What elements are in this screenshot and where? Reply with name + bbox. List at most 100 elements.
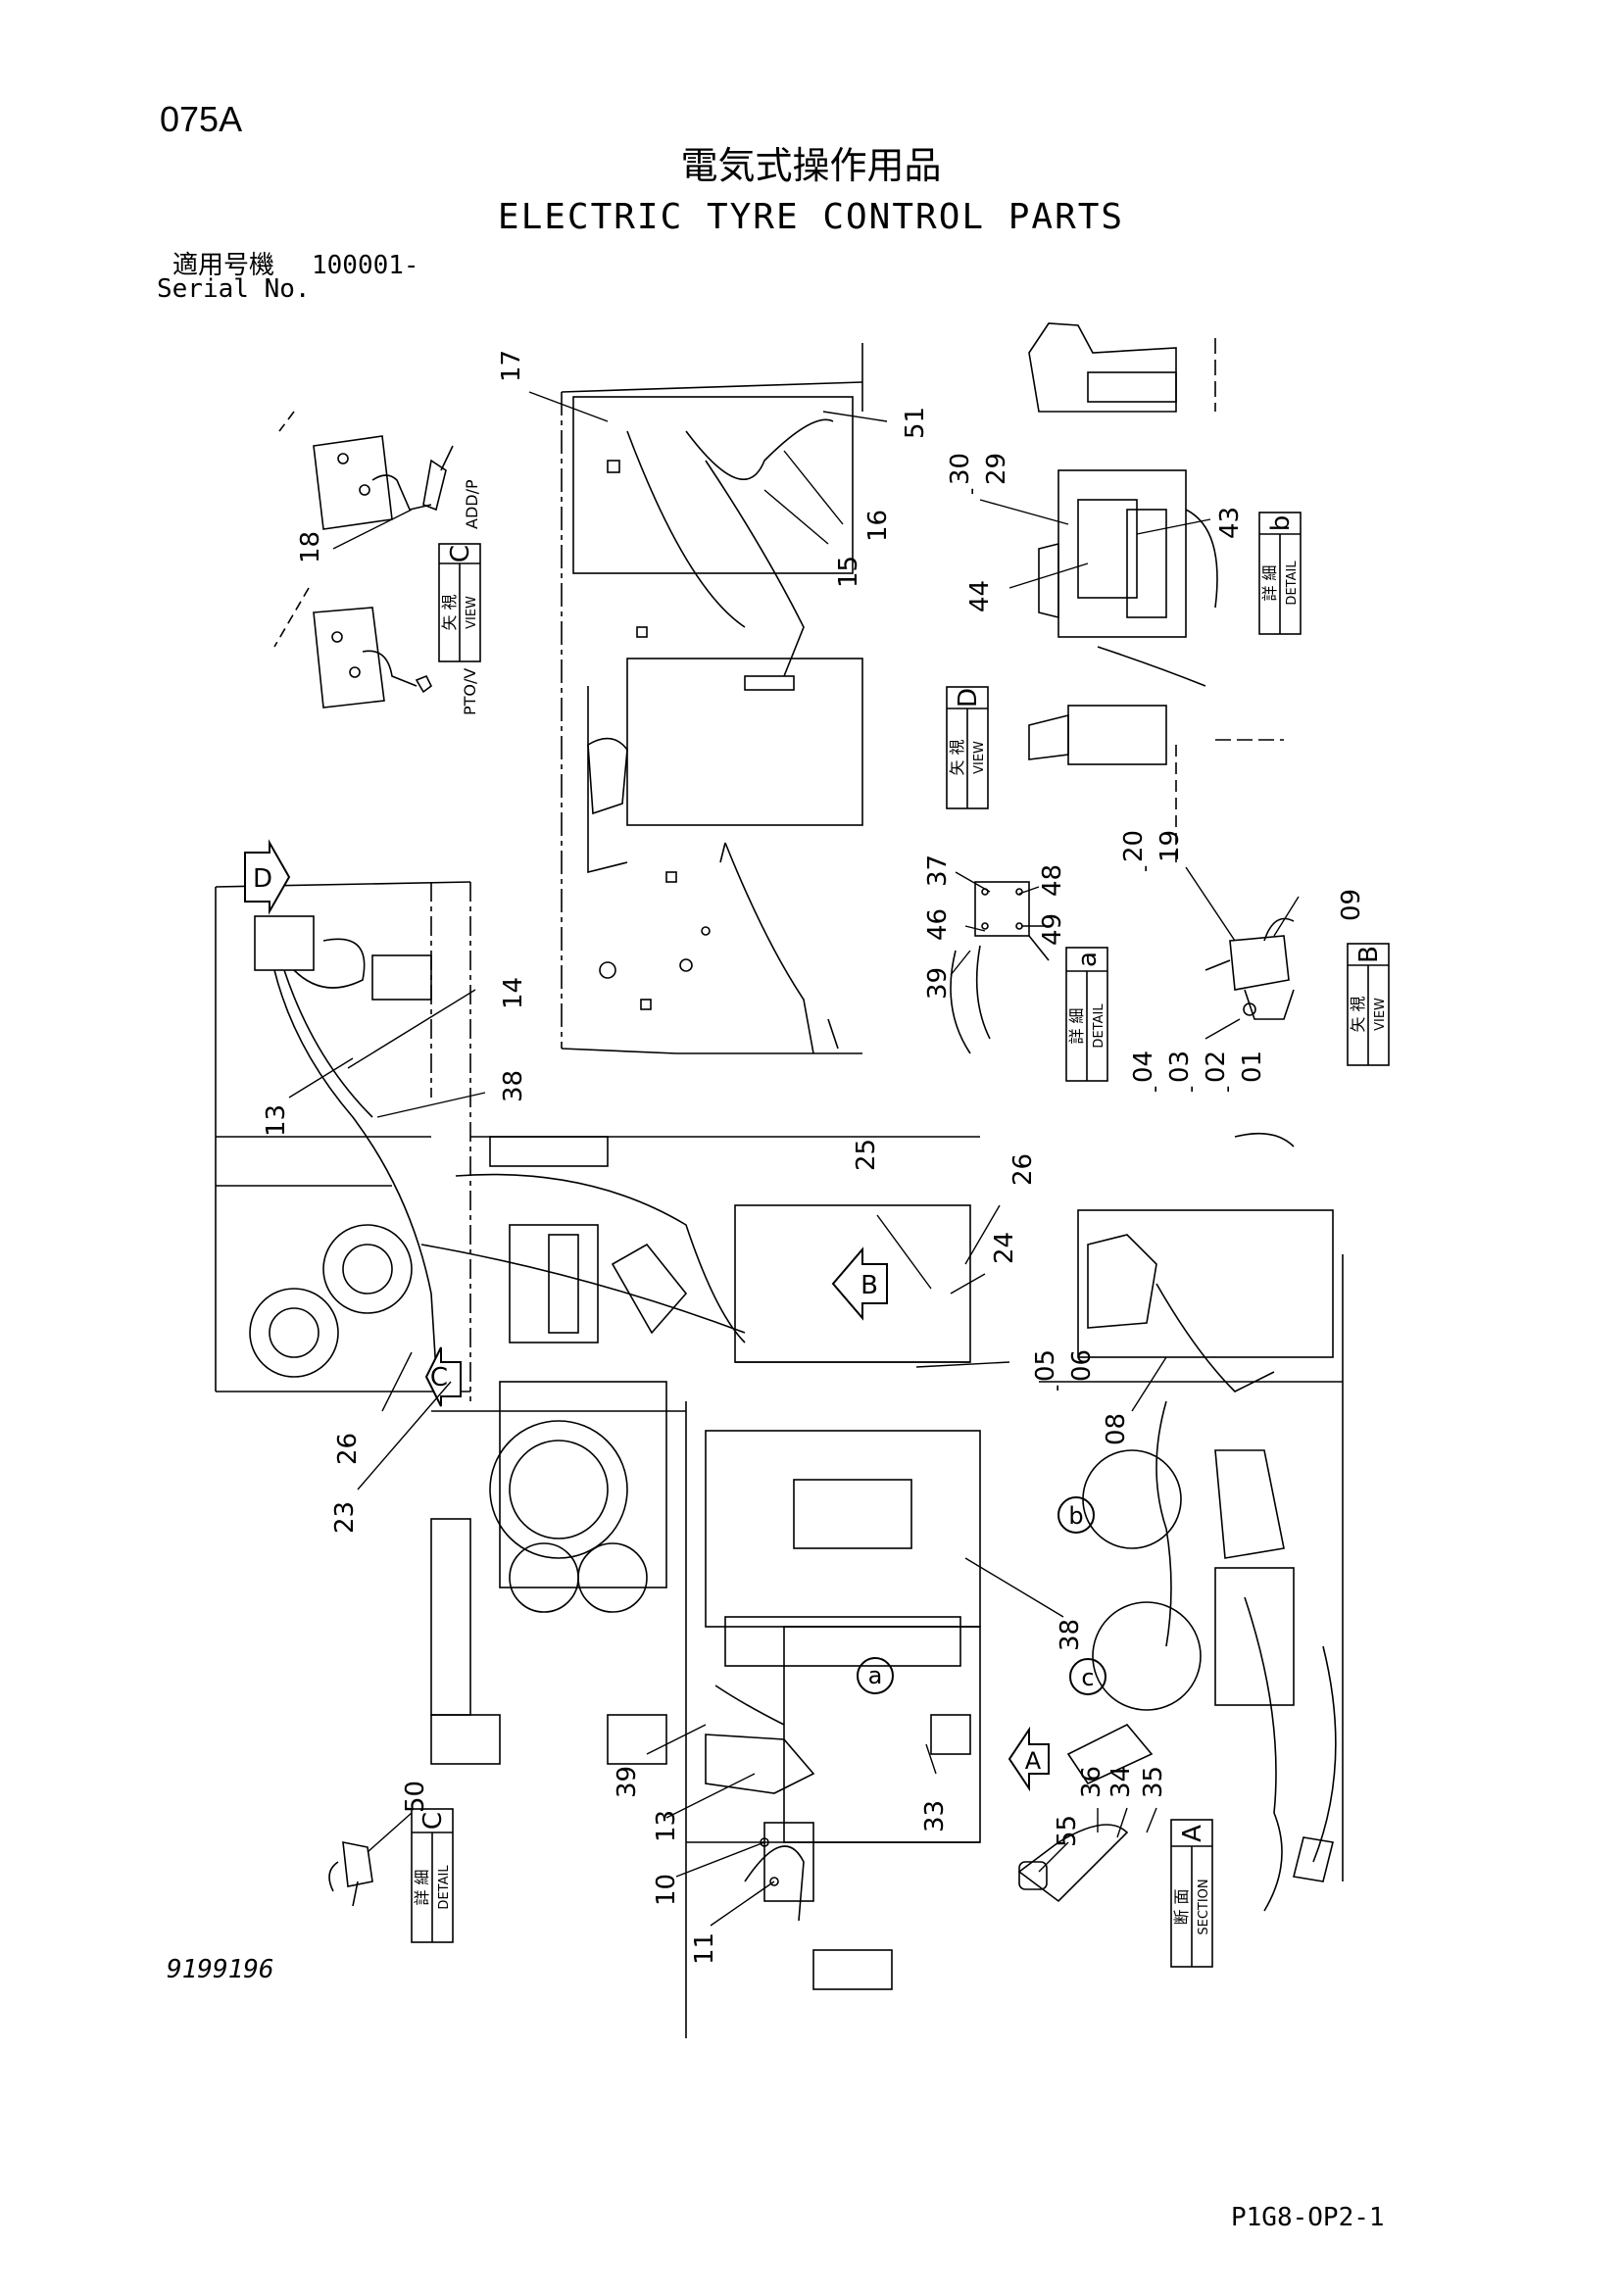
page-title-japanese: 電気式操作用品	[680, 144, 942, 187]
section-a-kanji: 断 面	[1172, 1888, 1191, 1925]
callout-39-detail-a: 39	[923, 967, 953, 1000]
callout-30-separator: -	[959, 488, 983, 495]
callout-17: 17	[497, 350, 526, 382]
callout-02: 02	[1202, 1050, 1231, 1083]
serial-label-english: Serial No.	[157, 274, 311, 304]
callout-25: 25	[852, 1139, 881, 1171]
section-a-english: SECTION	[1197, 1879, 1211, 1934]
callout-33: 33	[920, 1800, 950, 1832]
detail-c-label: 詳 細 DETAIL C	[411, 1808, 454, 1943]
callout-30: 30	[946, 453, 975, 485]
view-c-letter: C	[446, 545, 475, 562]
callout-55: 55	[1053, 1815, 1082, 1847]
callout-51: 51	[901, 407, 930, 439]
view-c-label: 矢 視 VIEW C	[438, 543, 481, 662]
drawing-number: 9199196	[167, 1955, 274, 1984]
callout-35: 35	[1139, 1766, 1168, 1798]
callout-39-lower: 39	[613, 1766, 642, 1798]
callout-06: 06	[1067, 1349, 1097, 1382]
callout-26: 26	[1008, 1153, 1038, 1186]
callout-49: 49	[1038, 913, 1067, 946]
page-title-english: ELECTRIC TYRE CONTROL PARTS	[497, 197, 1125, 237]
callout-13: 13	[262, 1104, 291, 1137]
view-arrow-a: A	[1008, 1726, 1050, 1792]
view-arrow-d: D	[244, 839, 291, 915]
page-code: 075A	[160, 99, 243, 139]
upper-frame-drawing	[561, 343, 863, 1054]
view-b-kanji: 矢 視	[1349, 996, 1367, 1032]
view-d-kanji: 矢 視	[948, 739, 966, 775]
callout-24: 24	[990, 1232, 1019, 1264]
detail-c-drawing	[328, 1841, 373, 1907]
detail-b-label: 詳 細 DETAIL b	[1258, 512, 1302, 635]
callout-38: 38	[499, 1070, 528, 1102]
callout-34: 34	[1106, 1766, 1136, 1798]
view-arrow-c-letter: C	[430, 1363, 448, 1392]
view-arrow-b-letter: B	[860, 1271, 878, 1300]
callout-08: 08	[1102, 1413, 1131, 1445]
view-b-drawing	[1204, 917, 1295, 1020]
callout-01: 01	[1238, 1050, 1267, 1083]
detail-a-label: 詳 細 DETAIL a	[1065, 947, 1108, 1082]
view-d-letter: D	[954, 688, 983, 708]
callout-03: 03	[1165, 1050, 1195, 1083]
detail-c-english: DETAIL	[437, 1865, 452, 1910]
view-arrow-c: C	[424, 1346, 462, 1407]
view-b-english: VIEW	[1373, 998, 1388, 1031]
detail-b-letter: b	[1266, 515, 1296, 532]
serial-label-japanese: 適用号機	[172, 251, 275, 280]
callout-14: 14	[499, 977, 528, 1009]
callout-46: 46	[923, 908, 953, 941]
callout-20: 20	[1119, 830, 1149, 862]
callout-05-separator: -	[1045, 1385, 1068, 1392]
callout-43: 43	[1215, 507, 1245, 539]
callout-11: 11	[690, 1932, 719, 1965]
callout-38-lower: 38	[1056, 1619, 1085, 1651]
left-frame-drawing	[215, 881, 471, 1401]
view-c-english: VIEW	[465, 596, 479, 629]
view-c-drawing	[273, 411, 454, 708]
callout-15: 15	[834, 556, 863, 588]
pto-v-label: PTO/V	[461, 668, 479, 715]
section-a-letter: A	[1178, 1825, 1207, 1842]
detail-a-drawing	[950, 881, 1050, 1054]
callout-05: 05	[1031, 1349, 1060, 1382]
detail-c-kanji: 詳 細	[413, 1869, 431, 1905]
detail-marker-c-letter: c	[1081, 1664, 1094, 1691]
callout-19: 19	[1155, 830, 1185, 862]
callout-numbers: 17 51 16 15 18 30 - 29 43 44 37 46 48 49…	[262, 350, 1366, 1965]
callout-10: 10	[652, 1874, 681, 1906]
callout-18: 18	[296, 531, 325, 563]
callout-02-separator: -	[1215, 1086, 1239, 1093]
leader-lines	[288, 391, 1300, 1927]
callout-13-lower: 13	[652, 1810, 681, 1842]
detail-marker-c: c	[1069, 1658, 1106, 1695]
view-b-label: 矢 視 VIEW B	[1347, 943, 1390, 1066]
view-d-label: 矢 視 VIEW D	[946, 686, 989, 809]
detail-marker-a: a	[857, 1657, 894, 1694]
callout-23: 23	[330, 1501, 360, 1534]
view-c-kanji: 矢 視	[440, 594, 459, 630]
view-arrow-b: B	[831, 1246, 888, 1321]
view-d-english: VIEW	[972, 741, 987, 774]
callout-16: 16	[863, 510, 893, 542]
callout-50: 50	[401, 1781, 430, 1813]
callout-29: 29	[982, 453, 1011, 485]
detail-b-english: DETAIL	[1285, 561, 1300, 606]
detail-a-english: DETAIL	[1092, 1003, 1106, 1049]
detail-b-drawing	[1028, 322, 1284, 862]
callout-26-lower: 26	[333, 1433, 363, 1465]
callout-03-separator: -	[1179, 1086, 1203, 1093]
detail-a-letter: a	[1073, 952, 1103, 967]
detail-marker-a-letter: a	[868, 1662, 883, 1689]
callout-36: 36	[1077, 1766, 1106, 1798]
callout-09: 09	[1337, 889, 1366, 921]
view-b-letter: B	[1354, 946, 1384, 963]
view-arrow-a-letter: A	[1025, 1747, 1042, 1775]
detail-marker-b: b	[1057, 1496, 1095, 1534]
callout-20-separator: -	[1133, 865, 1156, 872]
detail-marker-b-letter: b	[1068, 1502, 1083, 1530]
serial-number-range: 100001-	[312, 251, 419, 280]
add-p-label: ADD/P	[463, 479, 481, 529]
